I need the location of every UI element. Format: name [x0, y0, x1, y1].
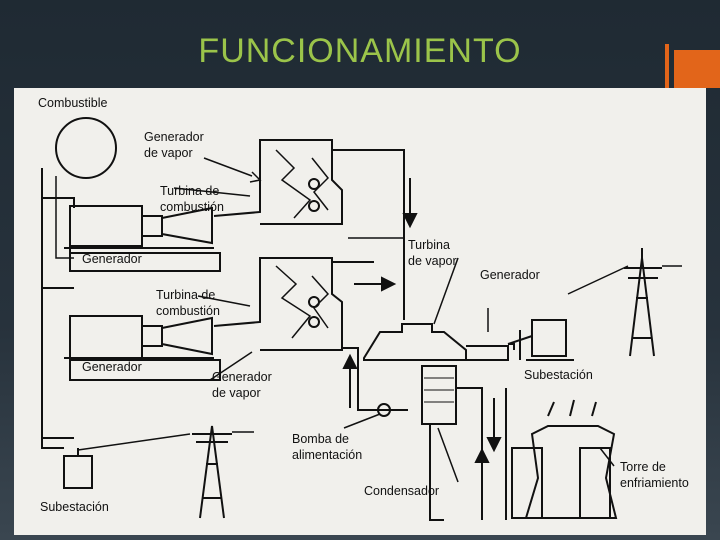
power-plant-diagram: Combustible Generador de vapor Turbina d… [14, 88, 706, 535]
label-generator-right: Generador [480, 268, 540, 282]
label-steam-turbine-1: Turbina [408, 238, 450, 252]
label-substation-right: Subestación [524, 368, 593, 382]
steam-generator-top [213, 139, 343, 225]
steam-turbine [363, 323, 467, 361]
label-cooling-tower-2: enfriamiento [620, 476, 689, 490]
transmission-tower-left [192, 425, 232, 519]
label-steam-generator-bottom-2: de vapor [212, 386, 261, 400]
cooling-tower [524, 425, 618, 519]
label-feed-pump-1: Bomba de [292, 432, 349, 446]
label-combustion-turbine-bottom-1: Turbina de [156, 288, 216, 302]
label-steam-turbine-2: de vapor [408, 254, 457, 268]
transmission-tower-right [624, 248, 662, 357]
label-combustible: Combustible [38, 96, 108, 110]
label-condenser: Condensador [364, 484, 440, 498]
substation-right [531, 319, 567, 357]
generator-bottom [69, 315, 143, 359]
label-combustion-turbine-bottom-2: combustión [156, 304, 220, 318]
slide-title: FUNCIONAMIENTO [198, 32, 522, 70]
label-generator-top: Generador [82, 252, 142, 266]
substation-left [63, 455, 93, 489]
label-combustion-turbine-top-1: Turbina de [160, 184, 220, 198]
label-steam-generator-top-1: Generador [144, 130, 204, 144]
label-substation-left: Subestación [40, 500, 109, 514]
generator-top [69, 205, 143, 247]
label-cooling-tower-1: Torre de [620, 460, 666, 474]
label-feed-pump-2: alimentación [292, 448, 363, 462]
feed-pump [377, 403, 391, 417]
label-steam-generator-top-2: de vapor [144, 146, 193, 160]
label-generator-bottom: Generador [82, 360, 142, 374]
accent-bar [665, 44, 720, 88]
label-combustion-turbine-top-2: combustión [160, 200, 224, 214]
steam-generator-bottom [213, 257, 343, 351]
condenser [421, 365, 457, 425]
generator-right [466, 330, 521, 361]
accent-stripe-thin [665, 44, 669, 88]
diagram-drawing [41, 117, 682, 521]
label-steam-generator-bottom-1: Generador [212, 370, 272, 384]
steam-pipe [332, 149, 408, 411]
fuel-tank [55, 117, 117, 179]
accent-block [674, 50, 720, 88]
